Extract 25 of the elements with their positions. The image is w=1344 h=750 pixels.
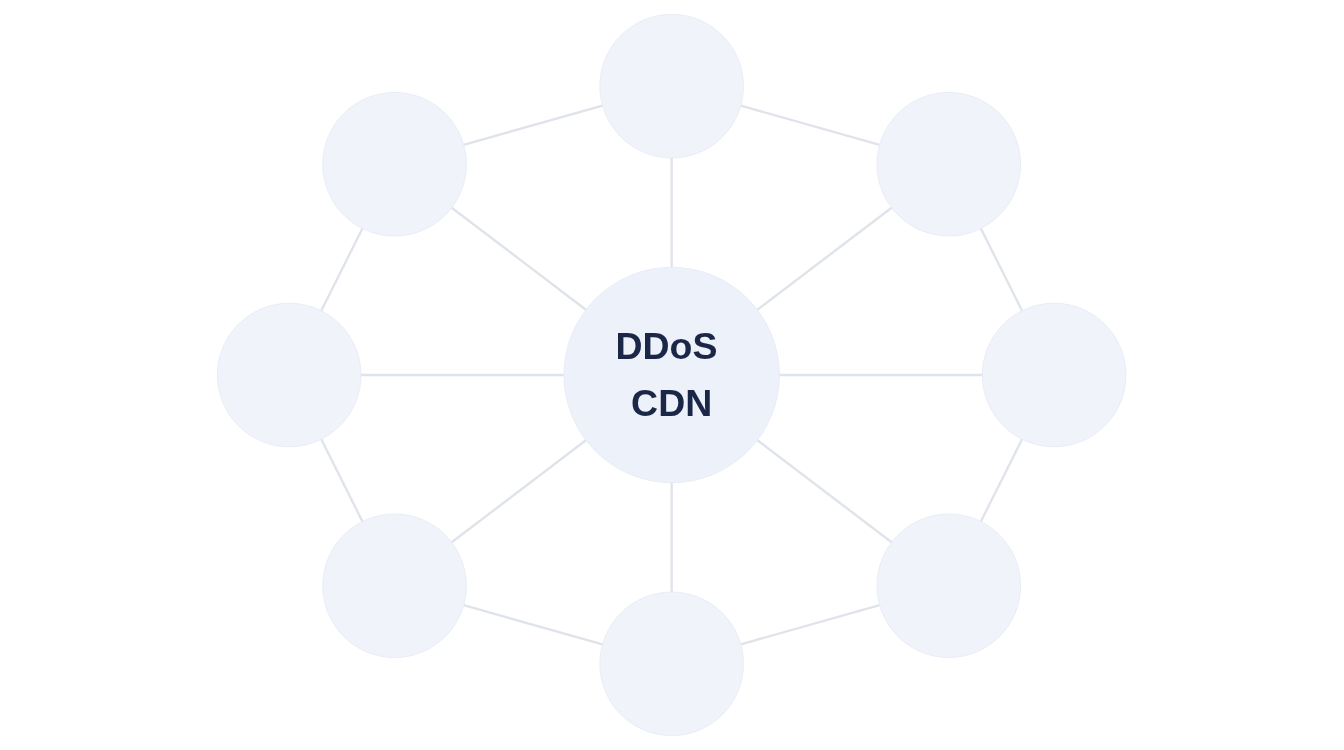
connector bbox=[361, 373, 565, 377]
connector bbox=[740, 604, 881, 646]
node-circle bbox=[217, 302, 362, 448]
connector bbox=[670, 158, 674, 268]
connector bbox=[980, 227, 1024, 312]
connector bbox=[320, 227, 364, 312]
connector bbox=[320, 438, 364, 523]
node-circle bbox=[322, 513, 468, 658]
node-circle bbox=[322, 92, 468, 237]
connector bbox=[757, 439, 893, 544]
connector bbox=[463, 604, 604, 646]
connector bbox=[980, 438, 1024, 523]
connector bbox=[451, 439, 587, 544]
connector bbox=[779, 373, 983, 377]
node-circle: DDoS CDN bbox=[563, 266, 781, 484]
connector bbox=[757, 206, 893, 311]
connector bbox=[740, 104, 881, 146]
connector bbox=[670, 482, 674, 592]
node-circle bbox=[876, 513, 1022, 658]
connector bbox=[451, 206, 587, 311]
connector bbox=[463, 104, 604, 146]
node-circle bbox=[982, 302, 1127, 448]
node-circle bbox=[599, 591, 745, 736]
node-circle bbox=[876, 92, 1022, 237]
node-circle bbox=[599, 13, 745, 159]
